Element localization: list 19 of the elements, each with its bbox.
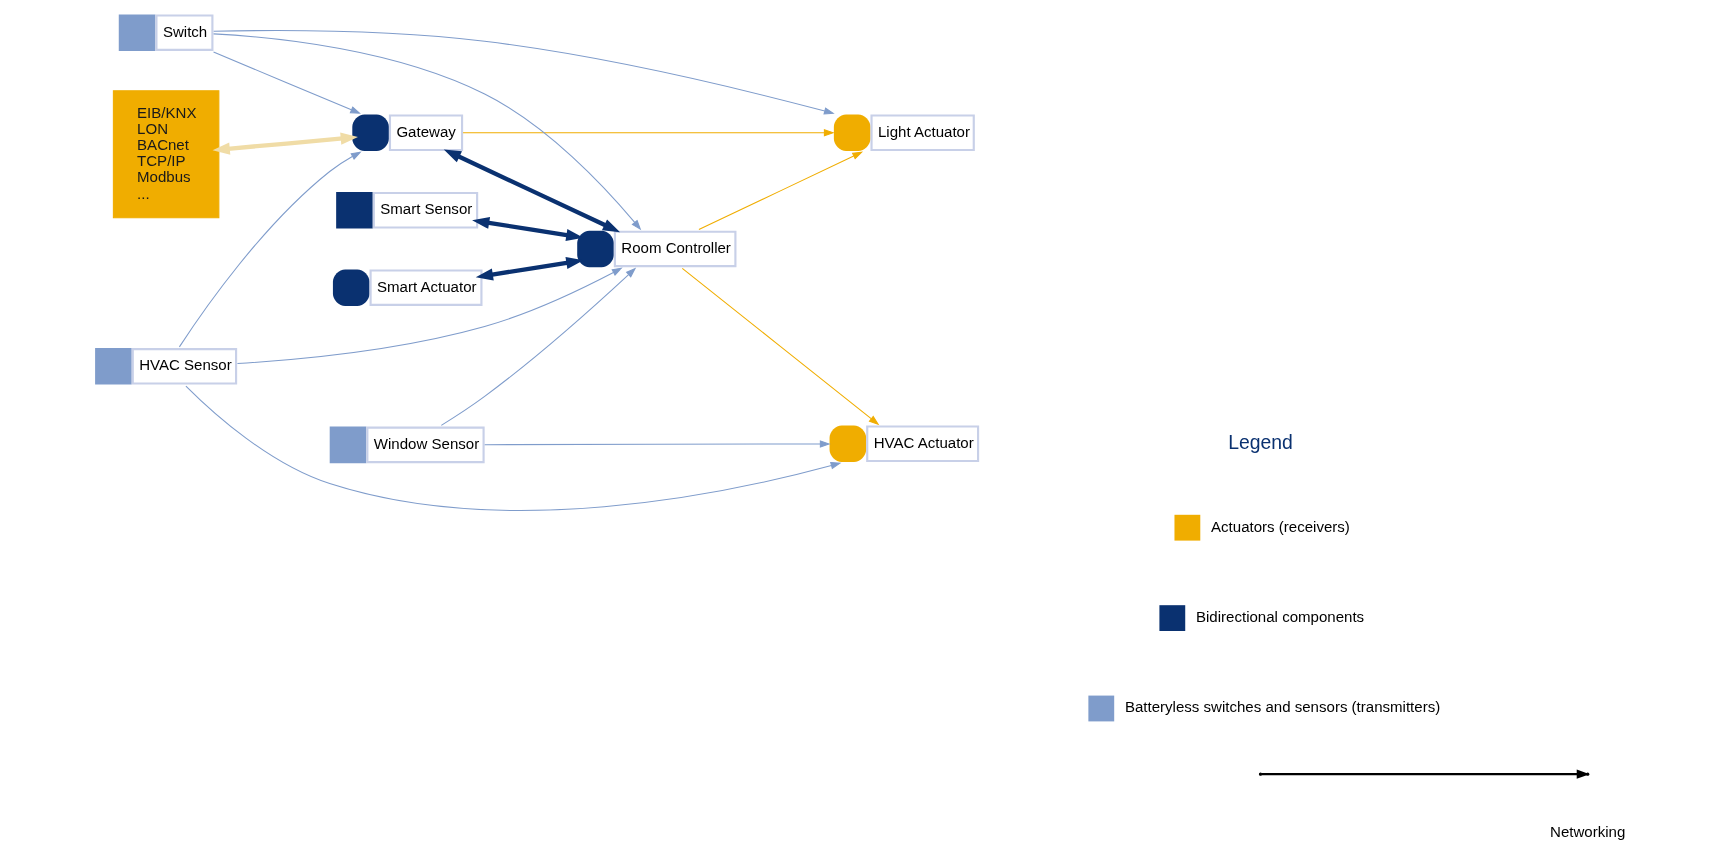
node-box: EIB/KNX LON BACnet TCP/IP Modbus ... (112, 89, 220, 218)
arrow (213, 32, 642, 230)
arrow (185, 385, 842, 511)
arrow (462, 128, 835, 137)
label: Legend (1228, 430, 1293, 452)
legend-label: Actuators (receivers) (1211, 517, 1350, 535)
legend-label: Bidirectional components (1195, 607, 1365, 625)
arrow (443, 148, 621, 232)
arrow (484, 439, 831, 448)
arrow (213, 51, 361, 114)
arrow (178, 150, 362, 347)
arrow (236, 267, 623, 364)
arrow (440, 267, 637, 426)
arrow (681, 267, 880, 425)
arrow (698, 151, 864, 230)
legend-label: Batteryless switches and sensors (transmitters) (1124, 697, 1441, 715)
arrow (213, 29, 835, 115)
arrow (212, 132, 358, 155)
legend-label: Networking (1550, 822, 1626, 840)
